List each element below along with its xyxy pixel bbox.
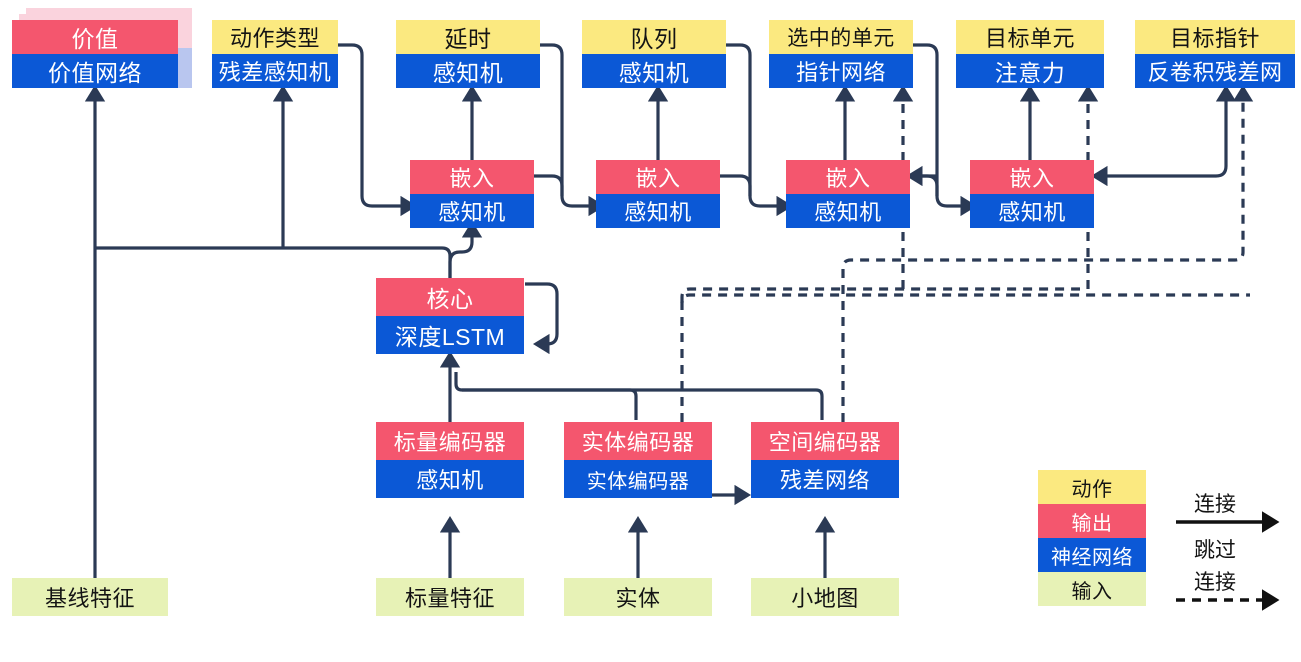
node-embedding-2-network: 感知机 [596,194,720,228]
skip-entityenc-riser [680,287,1080,303]
legend-swatches: 动作 输出 神经网络 输入 [1038,470,1146,606]
node-selected-units-action: 选中的单元 [769,20,913,54]
node-target-point[interactable]: 目标指针 反卷积残差网 [1135,20,1295,88]
node-spatial-encoder-output: 空间编码器 [751,422,899,460]
node-entity-encoder-output: 实体编码器 [564,422,712,460]
node-core-network: 深度LSTM [376,316,524,354]
node-embedding-3-network: 感知机 [786,194,910,228]
node-value-network: 价值网络 [12,54,178,88]
node-spatial-encoder-network: 残差网络 [751,460,899,498]
node-action-type-network: 残差感知机 [212,54,338,88]
node-embedding-1-output: 嵌入 [410,160,534,194]
edge-targetunit-to-emb4 [1104,84,1237,178]
legend-swatch-action: 动作 [1038,470,1146,504]
edge-actiontype-to-emb1 [338,43,418,217]
node-embedding-2[interactable]: 嵌入 感知机 [596,160,720,228]
edge-spatialenc-to-bus [462,388,824,420]
node-scalar-encoder[interactable]: 标量编码器 感知机 [376,422,524,498]
edge-core-to-emb1 [448,220,483,278]
legend-swatch-output: 输出 [1038,504,1146,538]
node-core-output: 核心 [376,278,524,316]
node-action-type[interactable]: 动作类型 残差感知机 [212,20,338,88]
node-scalar-encoder-network: 感知机 [376,460,524,498]
node-selected-units-network: 指针网络 [769,54,913,88]
node-target-unit[interactable]: 目标单元 注意力 [956,20,1104,88]
edge-core-recurrent [525,282,559,355]
legend-swatch-input: 输入 [1038,572,1146,606]
node-action-type-action: 动作类型 [212,20,338,54]
node-target-point-action: 目标指针 [1135,20,1295,54]
node-input-scalar-features[interactable]: 标量特征 [376,578,524,616]
node-input-entities[interactable]: 实体 [564,578,712,616]
node-embedding-3-output: 嵌入 [786,160,910,194]
edge-emb1-to-emb2 [534,174,564,196]
node-core[interactable]: 核心 深度LSTM [376,278,524,354]
node-queue-network: 感知机 [582,54,726,88]
node-embedding-3[interactable]: 嵌入 感知机 [786,160,910,228]
legend-swatch-network: 神经网络 [1038,538,1146,572]
node-embedding-1[interactable]: 嵌入 感知机 [410,160,534,228]
node-embedding-1-network: 感知机 [410,194,534,228]
node-value[interactable]: 价值 价值网络 [12,20,178,88]
node-embedding-2-output: 嵌入 [596,160,720,194]
edge-emb2-to-emb3 [720,174,752,196]
node-target-unit-network: 注意力 [956,54,1104,88]
node-queue[interactable]: 队列 感知机 [582,20,726,88]
edge-delay-to-emb2 [540,43,606,217]
node-target-unit-action: 目标单元 [956,20,1104,54]
legend-skip-label-line1: 跳过 [1194,539,1236,562]
edge-queue-to-emb3 [726,43,794,217]
node-selected-units[interactable]: 选中的单元 指针网络 [769,20,913,88]
node-queue-action: 队列 [582,20,726,54]
node-delay-action: 延时 [396,20,540,54]
node-scalar-encoder-output: 标量编码器 [376,422,524,460]
node-value-output: 价值 [12,20,178,54]
node-embedding-4-network: 感知机 [970,194,1094,228]
node-target-point-network: 反卷积残差网 [1135,54,1295,88]
node-input-baseline-features[interactable]: 基线特征 [12,578,168,616]
node-delay[interactable]: 延时 感知机 [396,20,540,88]
node-input-minimap[interactable]: 小地图 [751,578,899,616]
node-delay-network: 感知机 [396,54,540,88]
edge-selected-to-emb4 [913,43,978,217]
node-entity-encoder-network: 实体编码器 [564,460,712,498]
legend-connection-label: 连接 [1194,493,1236,516]
legend-skip-label-line2: 连接 [1194,571,1236,594]
node-entity-encoder[interactable]: 实体编码器 实体编码器 [564,422,712,498]
node-embedding-4[interactable]: 嵌入 感知机 [970,160,1094,228]
node-spatial-encoder[interactable]: 空间编码器 残差网络 [751,422,899,498]
skip-spatialenc-trunk [841,84,1254,422]
node-embedding-4-output: 嵌入 [970,160,1094,194]
